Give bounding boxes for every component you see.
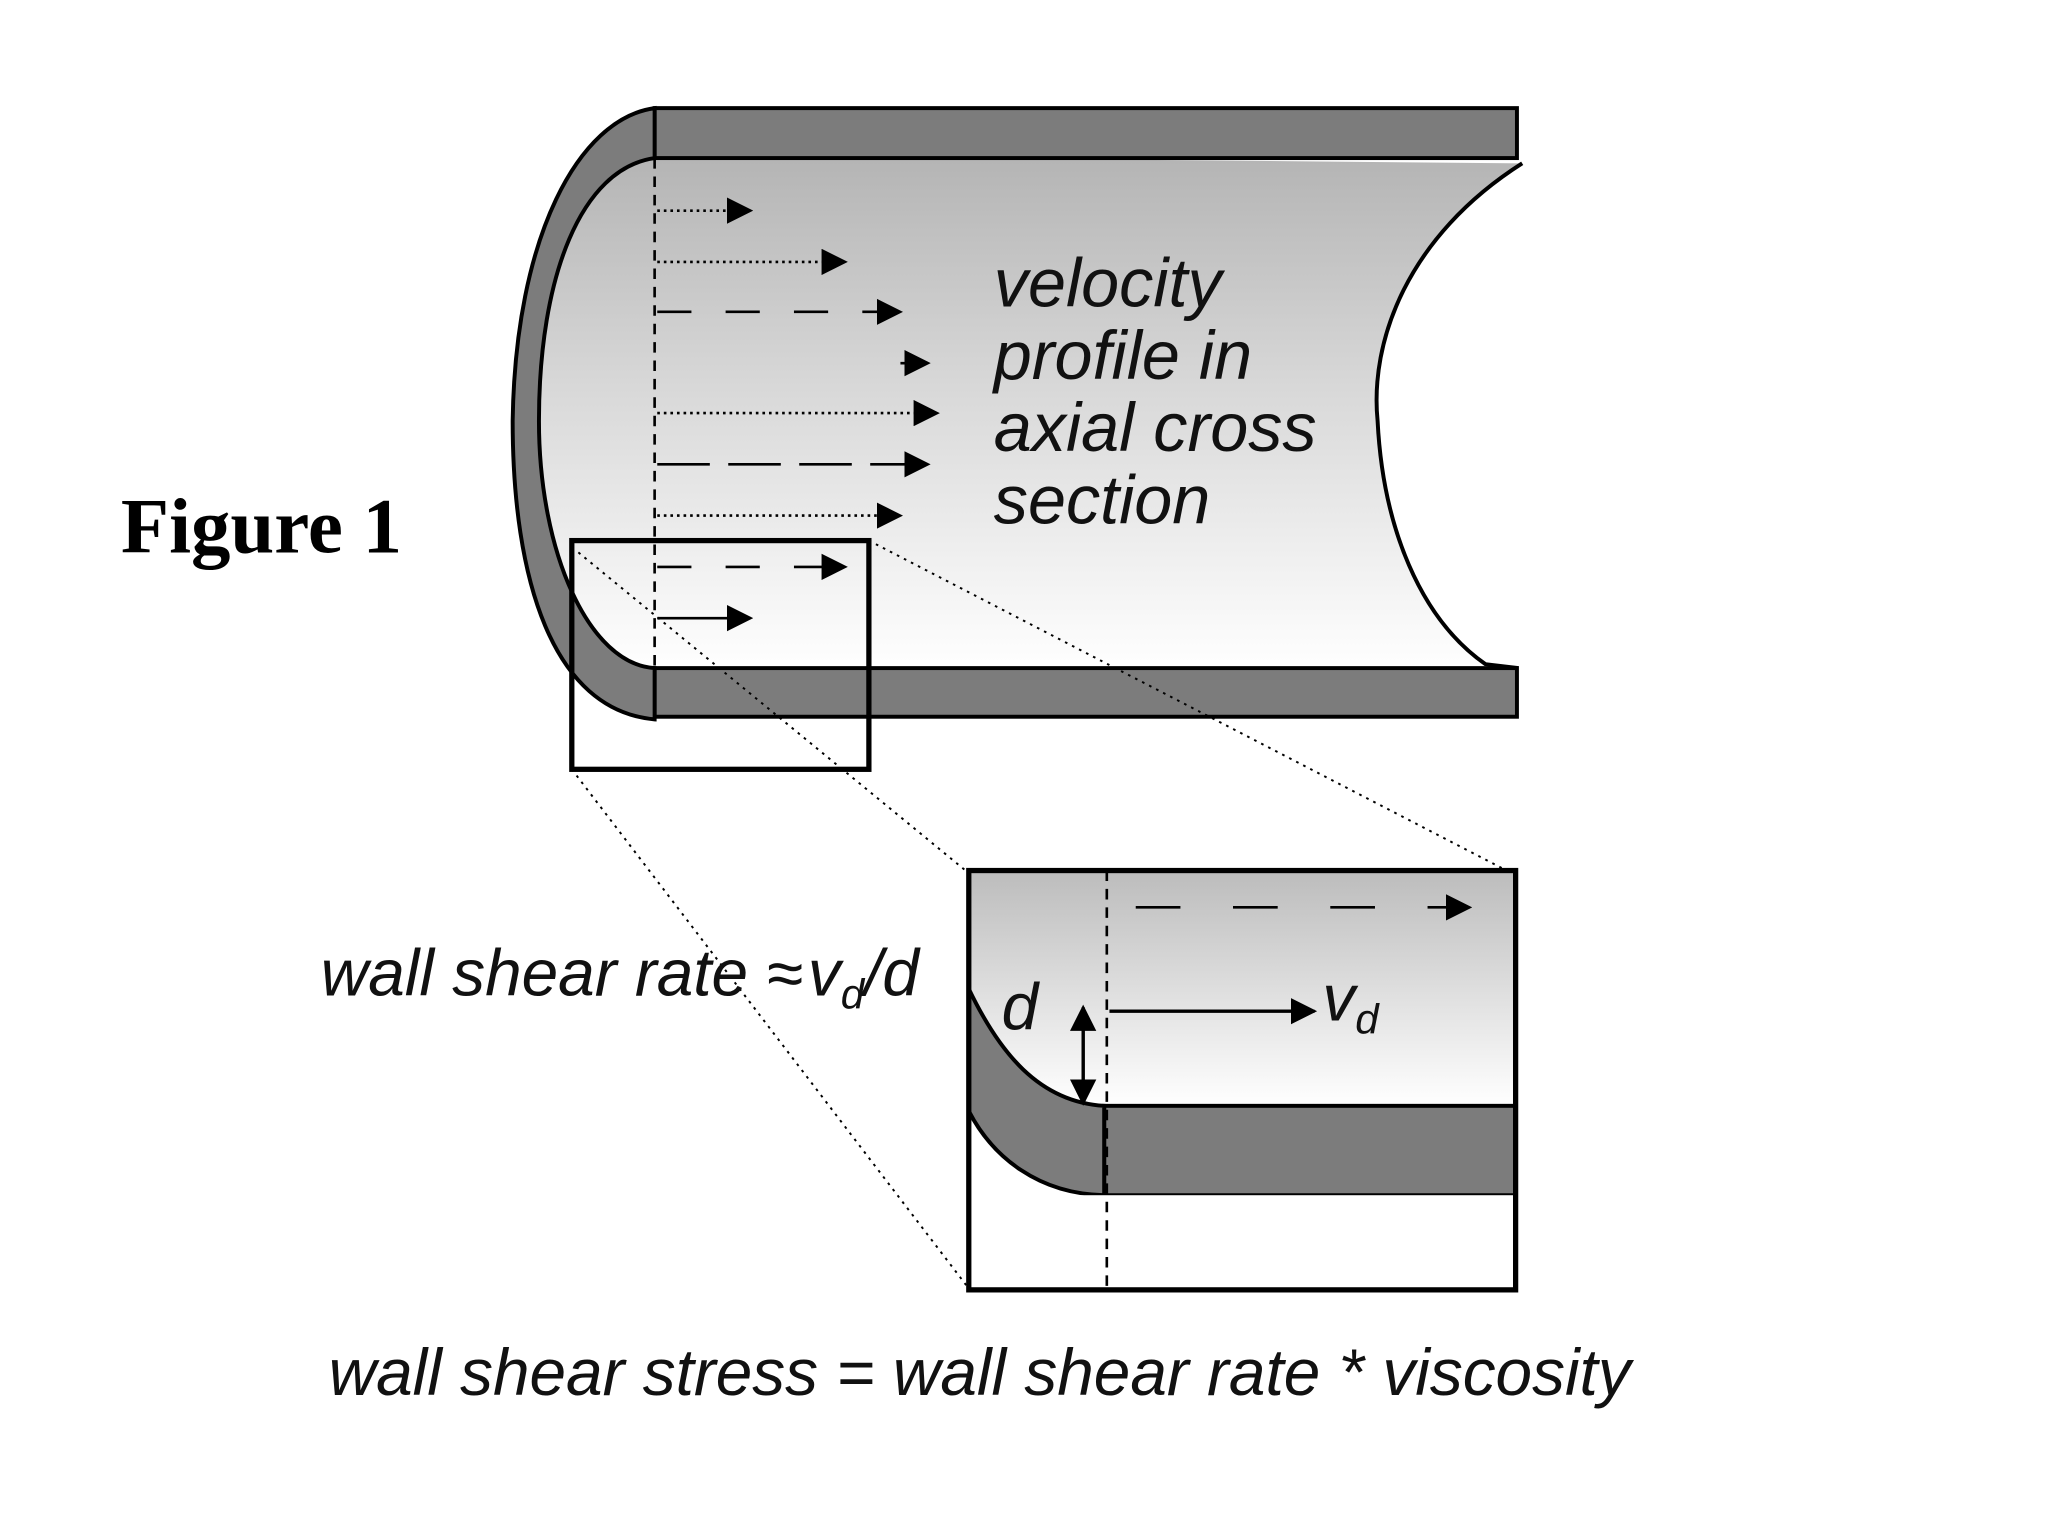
vd-label: vd: [1322, 961, 1380, 1042]
velocity-label-line3: axial cross: [994, 390, 1317, 466]
vessel-top-wall: [652, 106, 1519, 161]
velocity-label-line2: profile in: [992, 318, 1252, 394]
velocity-label-line1: velocity: [994, 246, 1226, 322]
wall-shear-stress-equation: wall shear stress = wall shear rate * vi…: [329, 1336, 1635, 1409]
zoom-source-box: [569, 537, 872, 772]
wall-shear-rate-label: wall shear rate≈vd/d: [321, 936, 922, 1017]
vessel-opening-edge: [1374, 161, 1524, 671]
vessel-bottom-wall: [652, 666, 1519, 719]
inset-zoom-view: d vd: [966, 867, 1519, 1293]
inset-lumen: [968, 870, 1516, 1106]
inset-wall-curve: [966, 987, 1107, 1198]
zoom-connectors: [571, 539, 1513, 1290]
inset-wall: [1102, 1103, 1518, 1198]
velocity-profile-arrows: [657, 197, 940, 632]
vessel-front-wall: [510, 105, 657, 722]
d-label: d: [1002, 971, 1041, 1044]
velocity-profile-label: velocity profile in axial cross section: [992, 246, 1317, 539]
figure-title: Figure 1: [121, 483, 402, 570]
inset-frame: [966, 867, 1519, 1293]
velocity-label-line4: section: [994, 463, 1211, 539]
